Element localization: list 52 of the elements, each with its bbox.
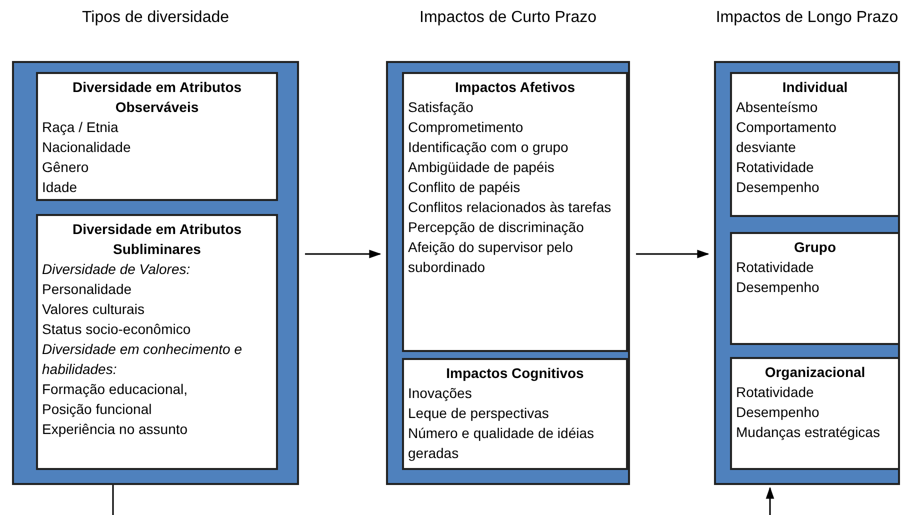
list-item: Desempenho (736, 278, 820, 297)
list-item: Rotatividade (736, 383, 815, 402)
list-item: Raça / Etnia (42, 118, 120, 137)
category-box (36, 214, 278, 470)
list-item: Personalidade (42, 280, 133, 299)
list-item: Desempenho (736, 178, 820, 197)
category-box (730, 232, 900, 345)
list-item: Desempenho (736, 403, 820, 422)
arrow (766, 486, 774, 515)
list-item: Satisfação (408, 98, 474, 117)
arrow (305, 250, 382, 258)
list-item: Número e qualidade de idéias geradas (408, 424, 596, 463)
box-heading: Diversidade em Atributos Subliminares (71, 220, 243, 259)
box-heading: Grupo (793, 238, 837, 257)
list-item: Comprometimento (408, 118, 524, 137)
list-item: Absenteísmo (736, 98, 819, 117)
list-item: Diversidade de Valores: (42, 260, 192, 279)
list-item: Comportamento desviante (736, 118, 838, 157)
list-item: Leque de perspectivas (408, 404, 550, 423)
list-item: Rotatividade (736, 158, 815, 177)
category-box (402, 72, 628, 352)
list-item: Idade (42, 178, 78, 197)
box-heading: Impactos Afetivos (454, 78, 576, 97)
box-heading: Individual (781, 78, 849, 97)
column-heading: Impactos de Curto Prazo (418, 8, 598, 28)
list-item: Formação educacional, (42, 380, 189, 399)
list-item: Status socio-econômico (42, 320, 192, 339)
list-item: Posição funcional (42, 400, 153, 419)
list-item: Conflitos relacionados às tarefas (408, 198, 612, 217)
arrow (636, 250, 710, 258)
list-item: Ambigüidade de papéis (408, 158, 556, 177)
list-item: Percepção de discriminação (408, 218, 585, 237)
category-box (36, 72, 278, 201)
list-item: Valores culturais (42, 300, 146, 319)
column-heading: Tipos de diversidade (80, 8, 230, 28)
list-item: Afeição do supervisor pelo subordinado (408, 238, 574, 277)
category-box (730, 357, 900, 470)
category-box (730, 72, 900, 217)
list-item: Gênero (42, 158, 90, 177)
list-item: Conflito de papéis (408, 178, 522, 197)
list-item: Mudanças estratégicas (736, 423, 881, 442)
column-heading: Impactos de Longo Prazo (714, 8, 900, 28)
box-heading: Organizacional (764, 363, 866, 382)
list-item: Diversidade em conhecimento e habilidades: (42, 340, 243, 379)
list-item: Identificação com o grupo (408, 138, 570, 157)
list-item: Nacionalidade (42, 138, 132, 157)
box-heading: Impactos Cognitivos (445, 364, 585, 383)
list-item: Inovações (408, 384, 473, 403)
category-box (402, 358, 628, 470)
box-heading: Diversidade em Atributos Observáveis (71, 78, 243, 117)
list-item: Rotatividade (736, 258, 815, 277)
list-item: Experiência no assunto (42, 420, 189, 439)
